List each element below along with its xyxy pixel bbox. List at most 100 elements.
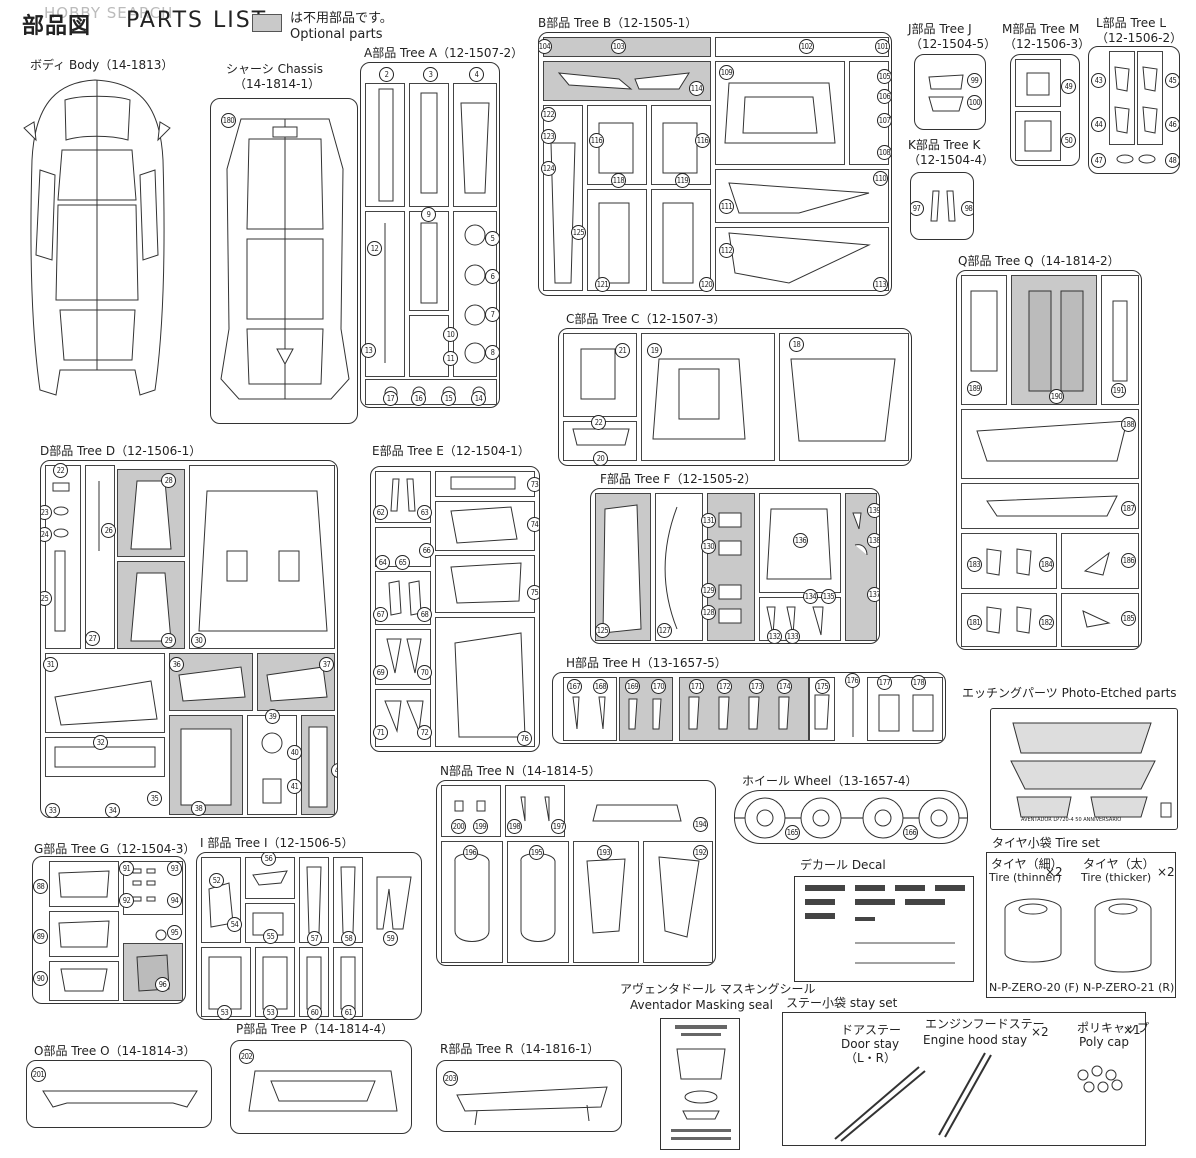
part-number: 185 — [1121, 611, 1136, 626]
part-number: 12 — [367, 241, 382, 256]
tire-thick-code: N-P-ZERO-21 (R) — [1083, 981, 1175, 994]
part-number: 69 — [373, 665, 388, 680]
hood-stay-qty: ×2 — [1031, 1025, 1049, 1039]
part-number: 167 — [567, 679, 582, 694]
part-number: 137 — [867, 587, 879, 602]
part-number: 45 — [1165, 73, 1179, 88]
part-number: 99 — [967, 73, 982, 88]
part-number: 102 — [799, 39, 814, 54]
part-number: 201 — [31, 1067, 46, 1082]
part-number: 136 — [793, 533, 808, 548]
part-number: 38 — [191, 801, 206, 816]
part-number: 128 — [701, 605, 716, 620]
part-number: 105 — [877, 69, 891, 84]
part-number: 116 — [695, 133, 710, 148]
door-stay-jp: ドアステー — [841, 1023, 902, 1037]
part-number: 68 — [417, 607, 432, 622]
part-number: 122 — [541, 107, 556, 122]
part-number: 106 — [877, 89, 891, 104]
part-number: 33 — [45, 803, 60, 817]
part-number: 70 — [417, 665, 432, 680]
part-number: 116 — [589, 133, 604, 148]
part-number: 93 — [167, 861, 182, 876]
part-number: 37 — [319, 657, 334, 672]
part-number: 108 — [877, 145, 891, 160]
part-number: 113 — [873, 277, 888, 292]
tree-h: 167 168 169 170 171 172 173 174 175 176 … — [552, 672, 946, 744]
part-number: 8 — [485, 345, 499, 360]
tree-e: 62 63 64 65 66 67 68 69 70 71 72 73 74 7… — [370, 466, 540, 752]
part-number: 25 — [41, 591, 52, 606]
part-number: 48 — [1165, 153, 1179, 168]
part-number: 22 — [53, 463, 68, 478]
part-number: 64 — [375, 555, 390, 570]
masking-seal-sheet — [660, 1018, 740, 1150]
part-number: 67 — [373, 607, 388, 622]
body-label: ボディ Body（14-1813） — [30, 58, 174, 72]
part-number: 92 — [119, 893, 134, 908]
part-number: 9 — [421, 207, 436, 222]
part-number: 29 — [161, 633, 176, 648]
part-number: 91 — [119, 861, 134, 876]
part-number: 197 — [551, 819, 566, 834]
part-number: 175 — [815, 679, 830, 694]
part-number: 172 — [717, 679, 732, 694]
part-number: 74 — [527, 517, 539, 532]
part-number: 20 — [593, 451, 608, 465]
part-number: 94 — [167, 893, 182, 908]
tree-o: 201 — [26, 1060, 212, 1128]
part-number: 36 — [169, 657, 184, 672]
hood-stay-jp: エンジンフードステー — [925, 1017, 1045, 1031]
tree-m-code: （12-1506-3） — [1004, 37, 1091, 51]
part-number: 72 — [417, 725, 432, 740]
poly-cap-en: Poly cap — [1079, 1035, 1129, 1049]
tree-r: 203 — [436, 1060, 622, 1132]
decal-sheet — [794, 876, 974, 982]
hood-stay-en: Engine hood stay — [923, 1033, 1028, 1047]
tree-k-label: K部品 Tree K — [908, 138, 981, 152]
part-number: 54 — [227, 917, 242, 932]
tree-k-code: （12-1504-4） — [908, 153, 995, 167]
tree-e-label: E部品 Tree E（12-1504-1） — [372, 444, 530, 458]
tree-l: 43 44 45 46 47 48 — [1088, 46, 1180, 174]
tire-thin-code: N-P-ZERO-20 (F) — [989, 981, 1080, 994]
part-number: 190 — [1049, 389, 1064, 404]
part-number: 182 — [1039, 615, 1054, 630]
part-number: 101 — [875, 39, 890, 54]
part-number: 22 — [591, 415, 606, 430]
tire-set-box: タイヤ（細） ×2 Tire (thinner) タイヤ（太） ×2 Tire … — [986, 852, 1176, 998]
part-number: 119 — [675, 173, 690, 188]
tree-j-code: （12-1504-5） — [910, 37, 997, 51]
wheel-label: ホイール Wheel（13-1657-4） — [742, 774, 918, 788]
part-number: 131 — [701, 513, 716, 528]
part-number: 53 — [217, 1005, 232, 1019]
part-number: 62 — [373, 505, 388, 520]
door-stay-en: Door stay — [841, 1037, 900, 1051]
tree-o-label: O部品 Tree O（14-1814-3） — [34, 1044, 196, 1058]
tree-a-label: A部品 Tree A（12-1507-2） — [364, 46, 524, 60]
part-number: 4 — [469, 67, 484, 82]
tire-set-label: タイヤ小袋 Tire set — [992, 836, 1100, 850]
tree-i-label: I 部品 Tree I（12-1506-5） — [200, 836, 354, 850]
part-number: 98 — [961, 201, 973, 216]
tire-thin-jp: タイヤ（細） — [991, 857, 1063, 871]
tire-thick-en: Tire (thicker) — [1081, 871, 1152, 884]
tree-q: 189 190 191 188 187 183 184 186 181 182 … — [956, 270, 1142, 650]
part-number: 19 — [647, 343, 662, 358]
part-number: 104 — [539, 39, 552, 54]
part-number: 165 — [785, 825, 800, 840]
part-number: 60 — [307, 1005, 322, 1019]
part-number: 170 — [651, 679, 666, 694]
part-number: 199 — [473, 819, 488, 834]
part-number: 34 — [105, 803, 120, 817]
photo-etched-label: エッチングパーツ Photo-Etched parts — [962, 686, 1177, 700]
part-number: 41 — [287, 779, 302, 794]
part-number: 57 — [307, 931, 322, 946]
part-number: 129 — [701, 583, 716, 598]
part-number: 120 — [699, 277, 714, 292]
part-number: 189 — [967, 381, 982, 396]
part-number: 55 — [263, 929, 278, 944]
part-number: 109 — [719, 65, 734, 80]
part-number: 43 — [1091, 73, 1106, 88]
tree-d: 22 23 24 25 26 27 28 29 30 31 32 33 34 3… — [40, 460, 338, 818]
